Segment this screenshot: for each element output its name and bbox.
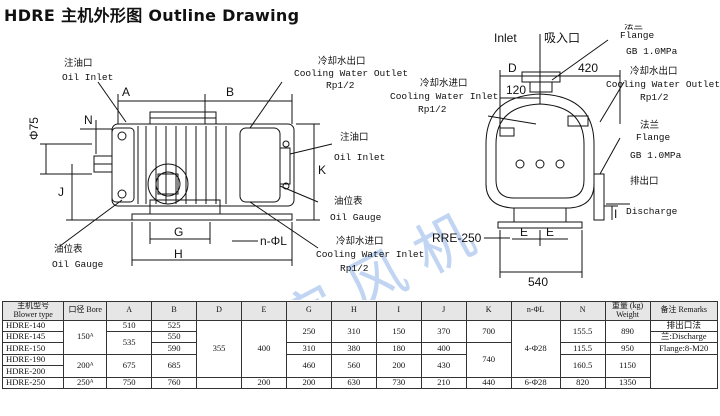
header-cell: K [465,301,512,321]
dim-i: I [614,207,617,221]
table-row: HDRE-140 150ᴬ 510 525 355 400 250 310 15… [1,319,718,378]
dim-n: N [84,113,93,127]
dim-420: 420 [578,61,598,75]
cooling-inlet2-label-cn: 冷却水进口 [420,77,468,89]
dim-120: 120 [506,83,526,97]
rp-label-3: Rp1/2 [418,104,447,115]
header-cell: G [285,301,332,321]
dim-nl: n-ΦL [260,234,287,248]
header-cell: B [151,301,198,321]
cooling-inlet-label: Cooling Water Inlet [316,249,424,260]
rp-label-4: Rp1/2 [640,92,669,103]
base-foot [149,199,221,215]
table-row: HDRE-150 590 310 380 180 400 740 115.5 9… [1,342,718,378]
inlet-label: Inlet [494,31,517,45]
table-row: HDRE-190 200ᴬ 675 685 460 560 200 430 16… [1,353,718,389]
flange-label-cn: 法兰 [624,24,643,32]
gb2-label: GB 1.0MPa [630,150,682,161]
oil-inlet-label: Oil Inlet [62,72,113,83]
header-cell: I [375,301,422,321]
discharge-label-cn: 排出口 [630,175,659,187]
discharge-label: Discharge [626,206,678,217]
oil-inlet2-label-cn: 注油口 [340,131,369,143]
gb-label: GB 1.0MPa [626,46,678,57]
rp-label-2: Rp1/2 [340,263,369,274]
header-cell: D [196,301,242,321]
rp-label-1: Rp1/2 [326,80,355,91]
flange2-label-cn: 法兰 [640,119,659,131]
dim-k: K [318,163,326,177]
outline-drawing: 长 宇 风 机 [27,24,720,300]
cooling-outlet-label: Cooling Water Outlet [294,68,408,79]
blower-body [111,123,295,207]
header-cell: H [330,301,377,321]
oil-inlet2-label: Oil Inlet [334,152,385,163]
dim-e-left: E [520,225,528,239]
dim-e-right: E [546,225,554,239]
header-cell: 备注 Remarks [649,301,718,321]
header-cell: J [420,301,467,321]
dim-d: D [508,61,517,75]
side-stand [513,207,567,223]
flange-label: Flange [620,30,655,41]
header-cell: n-ΦL [510,301,561,321]
dim-a: A [122,85,130,99]
cooling-inlet-label-cn: 冷却水进口 [336,235,384,247]
oil-inlet-label-cn: 注油口 [64,57,93,69]
header-cell: E [240,301,287,321]
dim-540: 540 [528,275,548,289]
discharge-flange-side [593,173,605,221]
table-row: HDRE-250 250ᴬ 750 760 200 200 630 730 21… [1,376,718,389]
header-cell: 口径 Bore [63,301,108,321]
dim-j: J [58,185,64,199]
page-title: HDRE 主机外形图 Outline Drawing [4,6,300,25]
header-cell: 重量 (kg)Weight [604,301,651,321]
rre-label: RRE-250 [432,231,482,245]
discharge-flange [147,163,189,205]
flange2-label: Flange [636,132,671,143]
header-cell: N [559,301,606,321]
cooling-outlet2-label: Cooling Water Outlet [606,79,720,90]
header-cell: A [106,301,153,321]
dim-b: B [226,85,234,99]
oil-gauge-label-cn: 油位表 [334,195,363,207]
dim-phi75: Φ75 [27,117,41,140]
cooling-outlet2-label-cn: 冷却水出口 [630,65,678,77]
dim-h: H [174,247,183,261]
blower-body-side [485,93,595,209]
base-plate-left [131,213,293,221]
oil-gauge2-label: Oil Gauge [52,259,104,270]
oil-gauge2-label-cn: 油位表 [54,243,83,255]
cooling-inlet2-label: Cooling Water Inlet [390,91,498,102]
inlet-flange-right [521,71,561,83]
gear-cover [239,127,281,203]
inlet-label-cn: 吸入口 [544,31,580,45]
cooling-outlet-label-cn: 冷却水出口 [318,55,366,67]
oil-gauge-label: Oil Gauge [330,212,382,223]
dim-g: G [174,225,183,239]
